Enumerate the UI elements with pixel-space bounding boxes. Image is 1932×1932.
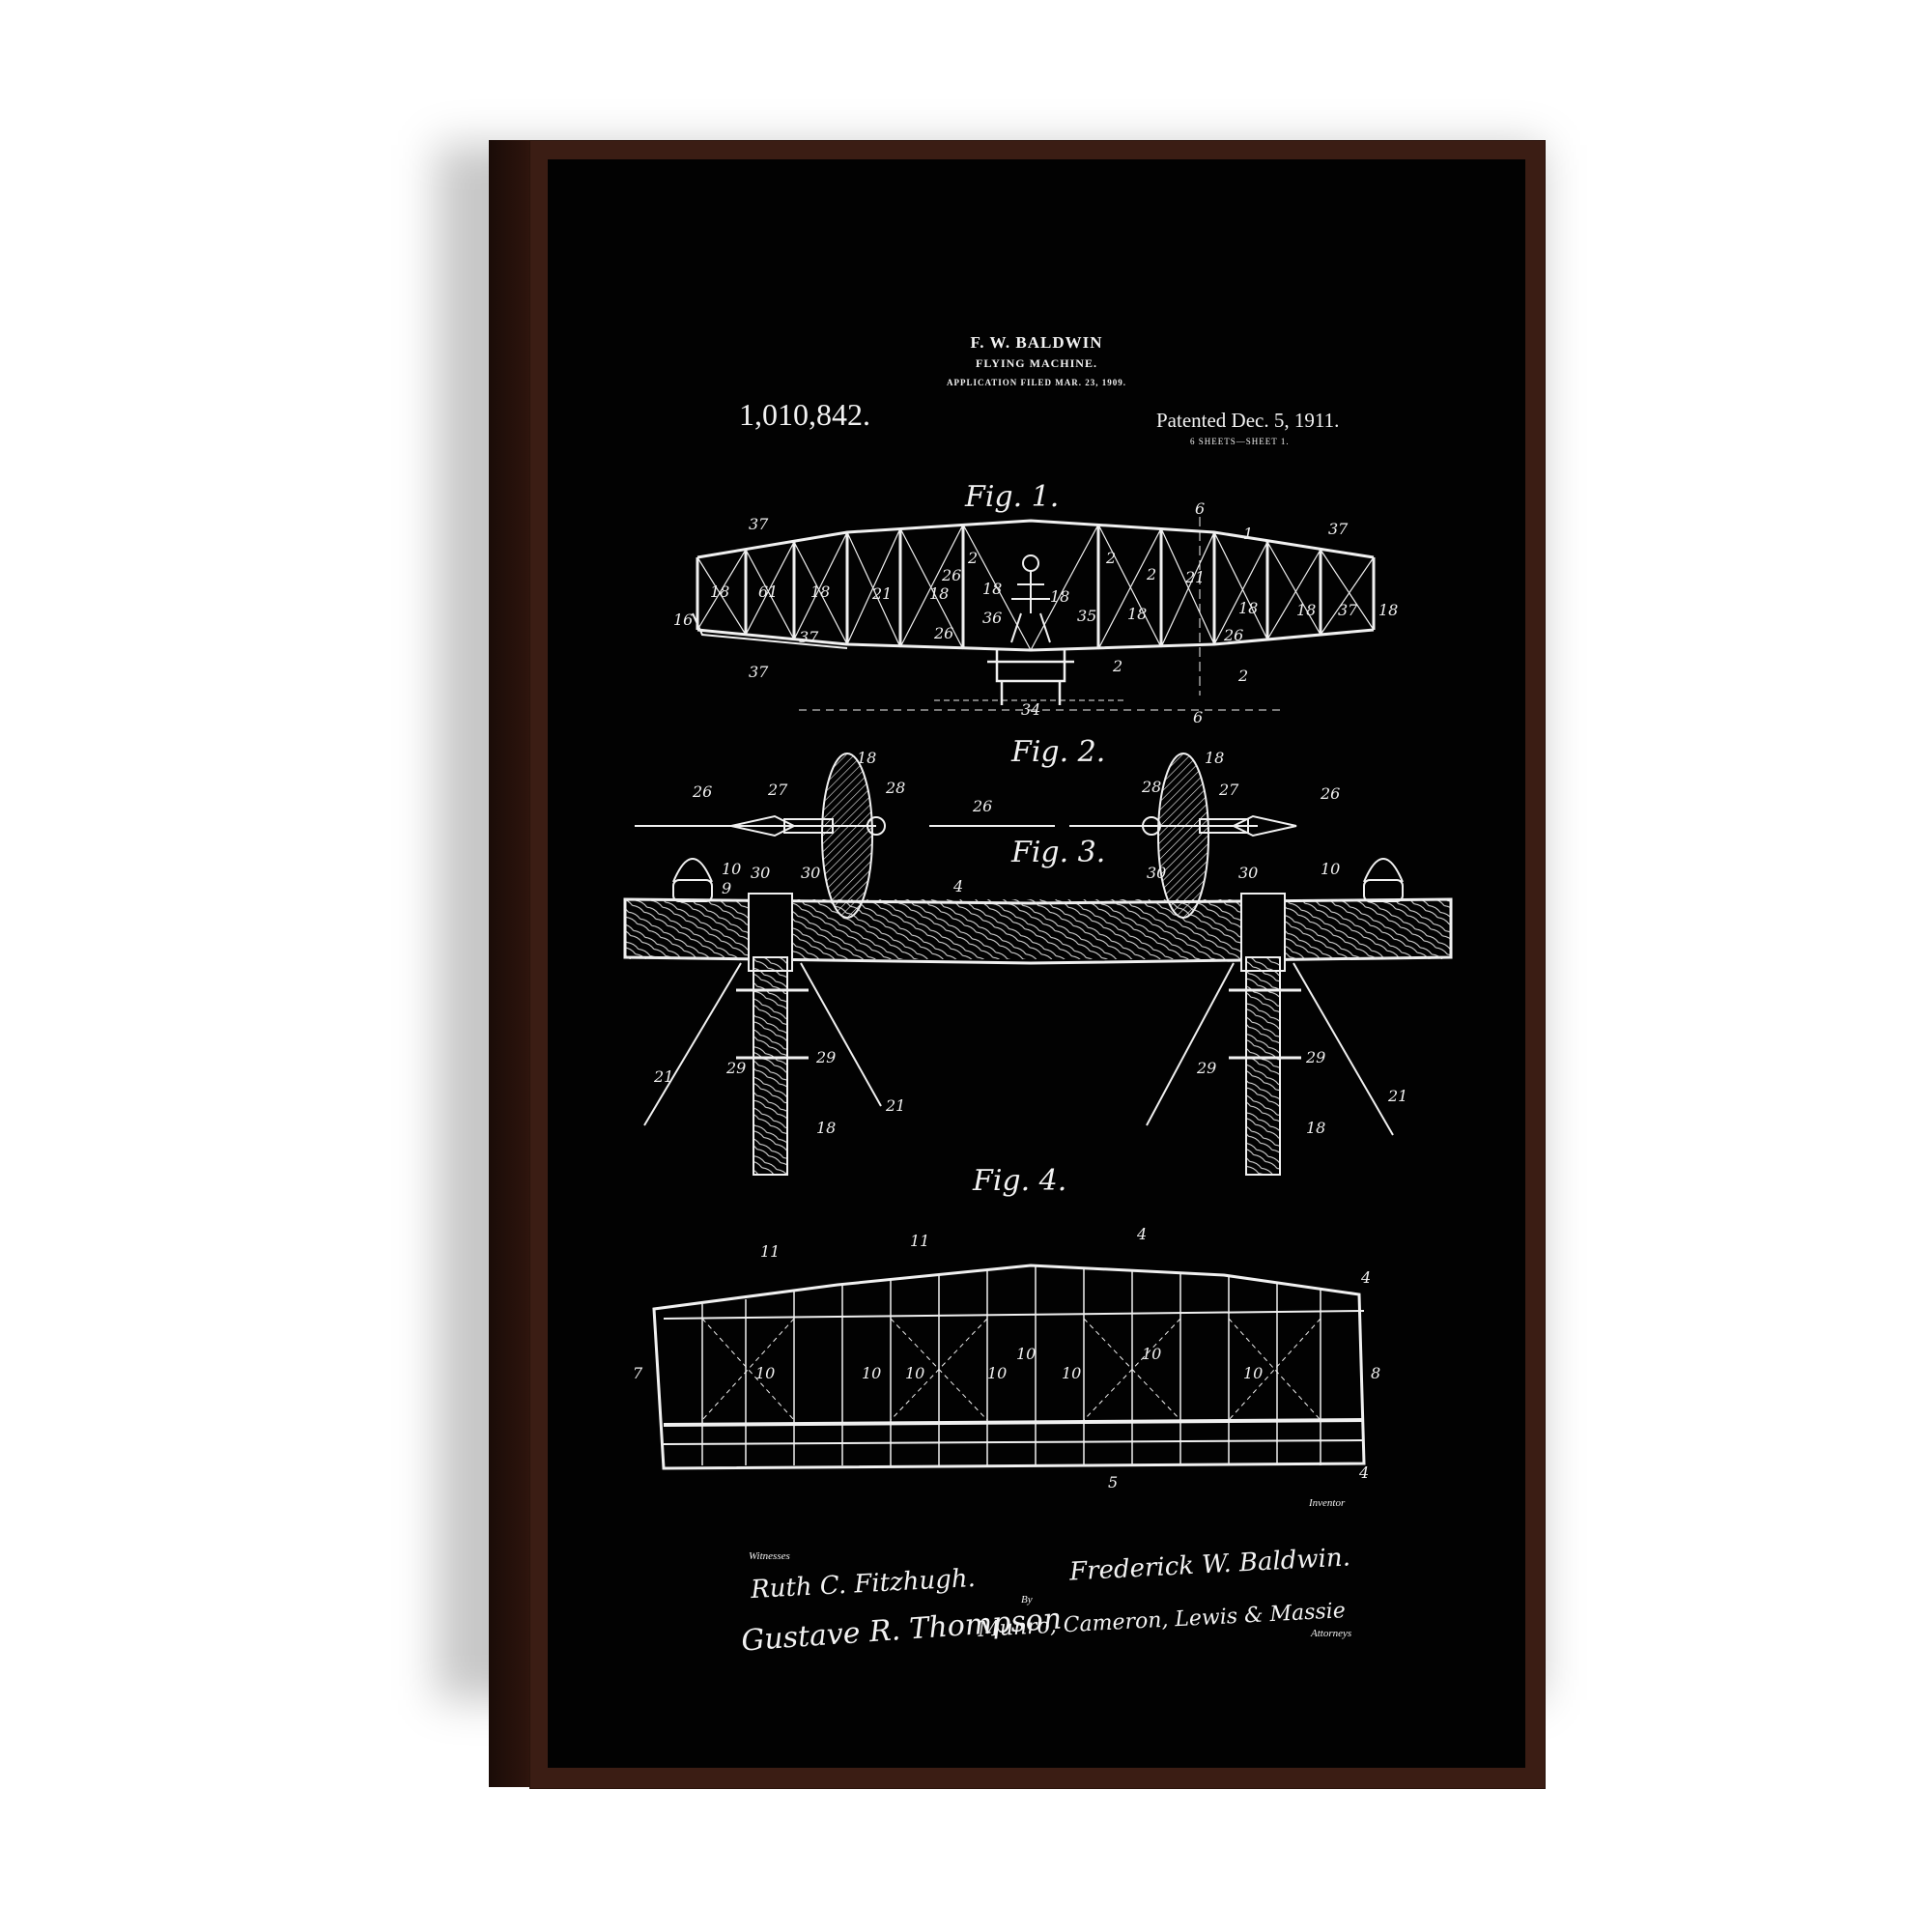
ref-label: 34 bbox=[1021, 700, 1040, 719]
ref-label: 10 bbox=[722, 860, 741, 878]
application-filed: APPLICATION FILED MAR. 23, 1909. bbox=[946, 378, 1127, 387]
ref-label: 30 bbox=[751, 864, 770, 882]
ref-label: 36 bbox=[982, 609, 1002, 627]
ref-label: 18 bbox=[1378, 601, 1398, 619]
ref-label: 37 bbox=[799, 628, 819, 646]
fig1-biplane-drawing bbox=[692, 517, 1376, 711]
ref-label: 30 bbox=[801, 864, 820, 882]
ref-label: 26 bbox=[941, 566, 961, 584]
fig3-caption: Fig. 3. bbox=[1011, 836, 1106, 869]
ref-label: 29 bbox=[725, 1059, 746, 1077]
ref-label: 18 bbox=[710, 582, 729, 601]
ref-label: 29 bbox=[1305, 1048, 1325, 1066]
patented-date: Patented Dec. 5, 1911. bbox=[1156, 409, 1340, 432]
ref-label: 26 bbox=[692, 782, 712, 801]
ref-label: 10 bbox=[862, 1364, 881, 1382]
ref-label: 30 bbox=[1147, 864, 1166, 882]
patent-number: 1,010,842. bbox=[739, 397, 870, 432]
ref-label: 4 bbox=[1360, 1268, 1371, 1287]
ref-label: 27 bbox=[767, 781, 788, 799]
ref-label: 18 bbox=[1306, 1119, 1325, 1137]
ref-label: 18 bbox=[1127, 605, 1147, 623]
ref-label: 18 bbox=[1050, 587, 1069, 606]
reference-numerals: 37 37 37 16 18 61 18 21 18 26 18 26 36 1… bbox=[633, 499, 1407, 1492]
ref-label: 21 bbox=[653, 1067, 673, 1086]
ref-label: 21 bbox=[885, 1096, 905, 1115]
ref-label: 18 bbox=[929, 584, 949, 603]
ref-label: 18 bbox=[857, 749, 876, 767]
ref-label: 10 bbox=[1016, 1345, 1036, 1363]
ref-label: 11 bbox=[760, 1242, 780, 1261]
patent-poster-canvas: F. W. BALDWIN FLYING MACHINE. APPLICATIO… bbox=[548, 159, 1525, 1768]
ref-label: 26 bbox=[972, 797, 992, 815]
by-label: By bbox=[1021, 1594, 1033, 1605]
ref-label: 18 bbox=[1238, 599, 1258, 617]
ref-label: 4 bbox=[952, 877, 963, 895]
ref-label: 21 bbox=[871, 584, 892, 603]
ref-label: 18 bbox=[982, 580, 1002, 598]
ref-label: 28 bbox=[885, 779, 905, 797]
ref-label: 9 bbox=[722, 879, 731, 897]
ref-label: 2 bbox=[1237, 667, 1248, 685]
ref-label: 6 bbox=[1195, 499, 1205, 518]
ref-label: 1 bbox=[1243, 525, 1253, 543]
ref-label: 10 bbox=[987, 1364, 1007, 1382]
ref-label: 26 bbox=[1320, 784, 1340, 803]
ref-label: 7 bbox=[633, 1364, 643, 1382]
ref-label: 11 bbox=[910, 1232, 929, 1250]
fig2-caption: Fig. 2. bbox=[1011, 735, 1106, 769]
ref-label: 29 bbox=[815, 1048, 836, 1066]
ref-label: 35 bbox=[1077, 607, 1096, 625]
sheet-count: 6 SHEETS—SHEET 1. bbox=[1190, 437, 1290, 446]
invention-title: FLYING MACHINE. bbox=[976, 356, 1097, 370]
ref-label: 2 bbox=[967, 549, 978, 567]
ref-label: 18 bbox=[810, 582, 830, 601]
ref-label: 30 bbox=[1238, 864, 1258, 882]
ref-label: 26 bbox=[1223, 626, 1243, 644]
fig3-beam-drawing bbox=[623, 858, 1453, 1176]
ref-label: 5 bbox=[1108, 1473, 1118, 1492]
ref-label: 26 bbox=[933, 624, 953, 642]
ref-label: 37 bbox=[749, 515, 769, 533]
ref-label: 21 bbox=[1184, 568, 1205, 586]
fig1-caption: Fig. 1. bbox=[965, 480, 1060, 514]
ref-label: 2 bbox=[1146, 565, 1156, 583]
patent-drawing: 37 37 37 16 18 61 18 21 18 26 18 26 36 1… bbox=[623, 499, 1453, 1492]
ref-label: 21 bbox=[1387, 1087, 1407, 1105]
ref-label: 61 bbox=[758, 582, 778, 601]
ref-label: 10 bbox=[1321, 860, 1340, 878]
fig4-wing-drawing bbox=[652, 1264, 1366, 1470]
ref-label: 10 bbox=[1243, 1364, 1263, 1382]
ref-label: 18 bbox=[816, 1119, 836, 1137]
ref-label: 10 bbox=[905, 1364, 924, 1382]
ref-label: 6 bbox=[1193, 708, 1203, 726]
ref-label: 4 bbox=[1136, 1225, 1147, 1243]
ref-label: 37 bbox=[1328, 520, 1349, 538]
inventor-label: Inventor bbox=[1309, 1497, 1346, 1509]
ref-label: 27 bbox=[1218, 781, 1239, 799]
inventor-heading: F. W. BALDWIN bbox=[970, 333, 1103, 352]
ref-label: 37 bbox=[749, 663, 769, 681]
ref-label: 37 bbox=[1338, 601, 1358, 619]
ref-label: 2 bbox=[1105, 549, 1116, 567]
fig4-caption: Fig. 4. bbox=[973, 1164, 1067, 1198]
ref-label: 28 bbox=[1141, 778, 1161, 796]
ref-label: 18 bbox=[1296, 601, 1316, 619]
ref-label: 10 bbox=[1142, 1345, 1161, 1363]
ref-label: 8 bbox=[1371, 1364, 1380, 1382]
attorneys-label: Attorneys bbox=[1311, 1628, 1352, 1639]
fig2-strut-drawing bbox=[635, 753, 1297, 919]
ref-label: 10 bbox=[755, 1364, 775, 1382]
ref-label: 4 bbox=[1358, 1463, 1369, 1482]
ref-label: 10 bbox=[1062, 1364, 1081, 1382]
ref-label: 2 bbox=[1112, 657, 1122, 675]
ref-label: 18 bbox=[1205, 749, 1224, 767]
ref-label: 16 bbox=[673, 611, 693, 629]
ref-label: 29 bbox=[1196, 1059, 1216, 1077]
witnesses-label: Witnesses bbox=[749, 1550, 790, 1562]
